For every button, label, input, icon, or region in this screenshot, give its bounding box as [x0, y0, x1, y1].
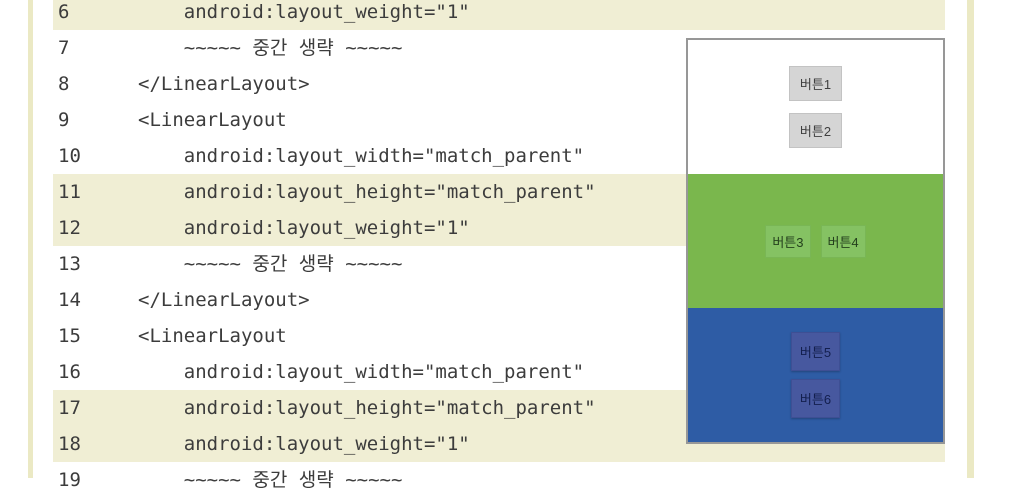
code-text: </LinearLayout> — [138, 73, 310, 95]
preview-section-middle: 버튼3 버튼4 — [688, 174, 943, 308]
line-number: 7 — [58, 37, 70, 59]
line-number: 17 — [58, 397, 81, 419]
line-number: 8 — [58, 73, 70, 95]
preview-button-5[interactable]: 버튼5 — [790, 332, 841, 371]
preview-section-top: 버튼1 버튼2 — [688, 40, 943, 174]
code-line: 15 <LinearLayout — [53, 318, 945, 354]
code-text: ~~~~~ 중간 생략 ~~~~~ — [138, 469, 403, 491]
preview-button-6[interactable]: 버튼6 — [790, 379, 841, 418]
page-border-stripe-right — [967, 0, 974, 478]
line-number: 6 — [58, 1, 70, 23]
code-line: 16 android:layout_width="match_parent" — [53, 354, 945, 390]
line-number: 18 — [58, 433, 81, 455]
code-line: 9 <LinearLayout — [53, 102, 945, 138]
code-line: 8 </LinearLayout> — [53, 66, 945, 102]
line-number: 16 — [58, 361, 81, 383]
code-text: android:layout_weight="1" — [138, 1, 470, 23]
code-text: android:layout_height="match_parent" — [138, 181, 596, 203]
line-number: 12 — [58, 217, 81, 239]
line-number: 13 — [58, 253, 81, 275]
preview-button-1[interactable]: 버튼1 — [789, 66, 842, 101]
line-number: 14 — [58, 289, 81, 311]
preview-section-bottom: 버튼5 버튼6 — [688, 308, 943, 442]
code-text: ~~~~~ 중간 생략 ~~~~~ — [138, 37, 403, 59]
layout-preview-panel: 버튼1 버튼2 버튼3 버튼4 버튼5 버튼6 — [686, 38, 945, 444]
code-line: 6 android:layout_weight="1" — [53, 0, 945, 30]
code-line: 13 ~~~~~ 중간 생략 ~~~~~ — [53, 246, 945, 282]
preview-button-3[interactable]: 버튼3 — [765, 224, 811, 258]
code-text: <LinearLayout — [138, 109, 287, 131]
code-text: android:layout_height="match_parent" — [138, 397, 596, 419]
page-border-stripe-left — [28, 0, 33, 478]
code-line: 19 ~~~~~ 중간 생략 ~~~~~ — [53, 462, 945, 498]
line-number: 15 — [58, 325, 81, 347]
code-text: android:layout_width="match_parent" — [138, 361, 585, 383]
code-text: ~~~~~ 중간 생략 ~~~~~ — [138, 253, 403, 275]
preview-button-2[interactable]: 버튼2 — [789, 113, 842, 148]
code-line: 7 ~~~~~ 중간 생략 ~~~~~ — [53, 30, 945, 66]
preview-button-4[interactable]: 버튼4 — [820, 224, 866, 258]
code-text: android:layout_weight="1" — [138, 217, 470, 239]
code-line: 14 </LinearLayout> — [53, 282, 945, 318]
code-text: android:layout_width="match_parent" — [138, 145, 585, 167]
code-line: 10 android:layout_width="match_parent" — [53, 138, 945, 174]
line-number: 9 — [58, 109, 70, 131]
code-text: android:layout_weight="1" — [138, 433, 470, 455]
line-number: 11 — [58, 181, 81, 203]
line-number: 19 — [58, 469, 81, 491]
code-text: </LinearLayout> — [138, 289, 310, 311]
code-text: <LinearLayout — [138, 325, 287, 347]
line-number: 10 — [58, 145, 81, 167]
